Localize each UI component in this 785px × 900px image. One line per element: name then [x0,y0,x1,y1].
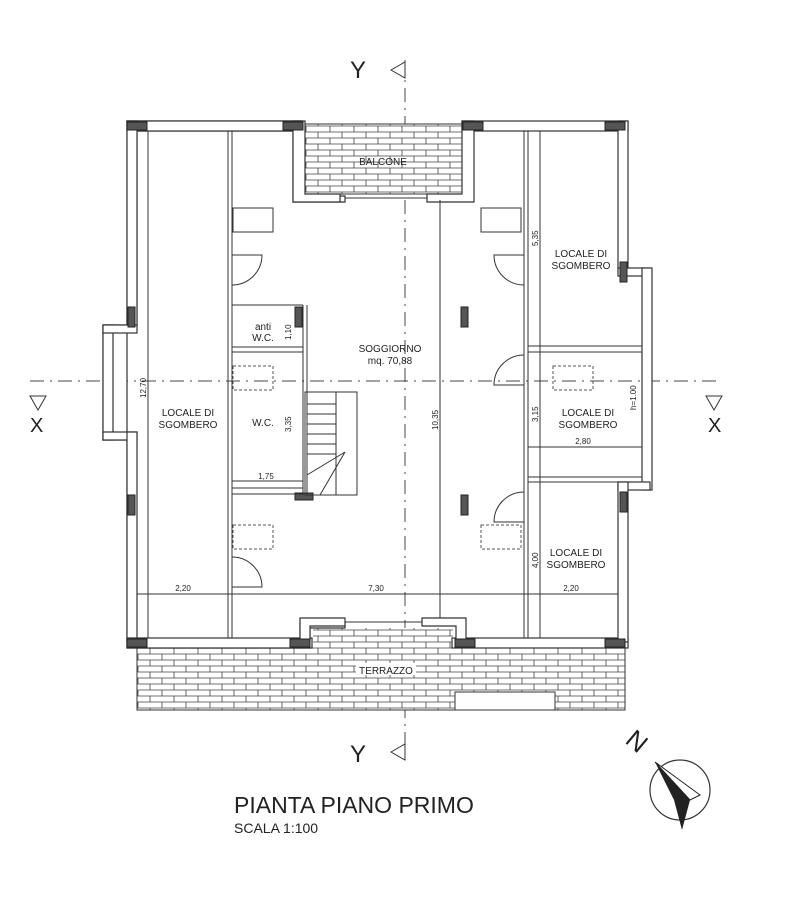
label-locale-rt-2: SGOMBERO [552,261,611,272]
room-labels: BALCONE SOGGIORNO mq. 70,88 anti W.C. W.… [159,157,618,677]
dim-3-15: 3,15 [531,406,540,422]
dim-2-80: 2,80 [575,437,591,446]
plan-scale: SCALA 1:100 [234,820,318,836]
axis-label-x-left: X [30,415,43,437]
dim-1-75: 1,75 [258,472,274,481]
label-locale-rt-1: LOCALE DI [555,249,607,260]
label-balcone: BALCONE [359,157,407,168]
staircase [304,391,358,496]
label-locale-rm-1: LOCALE DI [562,408,614,419]
skylights [232,207,594,550]
dim-2-20-left: 2,20 [175,584,191,593]
label-locale-rb-2: SGOMBERO [547,560,606,571]
label-locale-left-1: LOCALE DI [162,408,214,419]
dim-4-00: 4,00 [531,552,540,568]
doors [231,254,525,588]
dimension-labels: 12,70 10,35 5,35 3,15 4,00 1,10 3,35 h=1… [139,230,642,593]
label-anti-wc-1: anti [255,322,271,333]
balcony [304,123,463,195]
label-locale-left-2: SGOMBERO [159,420,218,431]
label-locale-rm-2: SGOMBERO [559,420,618,431]
label-soggiorno: SOGGIORNO [359,344,422,355]
plan-title: PIANTA PIANO PRIMO [234,792,474,818]
axis-label-y-bottom: Y [350,741,366,768]
label-anti-wc-2: W.C. [252,333,274,344]
dim-7-30: 7,30 [368,584,384,593]
dim-2-20-right: 2,20 [563,584,579,593]
compass-north-label: N [620,724,654,759]
compass-needle-icon [655,762,690,830]
label-soggiorno-area: mq. 70,88 [368,356,413,367]
dim-12-70: 12,70 [139,377,148,398]
label-locale-rb-1: LOCALE DI [550,548,602,559]
dim-h-1-00: h=1.00 [629,385,638,410]
north-compass: N [620,724,711,830]
axis-label-y-top: Y [350,57,366,84]
terrace-bay [313,628,453,650]
label-wc: W.C. [252,418,274,429]
terrace-step [454,691,556,711]
dim-1-10: 1,10 [284,324,293,340]
label-terrazzo: TERRAZZO [359,666,413,677]
dim-5-35: 5,35 [531,230,540,246]
axis-label-x-right: X [708,415,721,437]
dim-10-35: 10,35 [431,409,440,430]
dim-3-35: 3,35 [284,416,293,432]
pillars [126,121,628,648]
